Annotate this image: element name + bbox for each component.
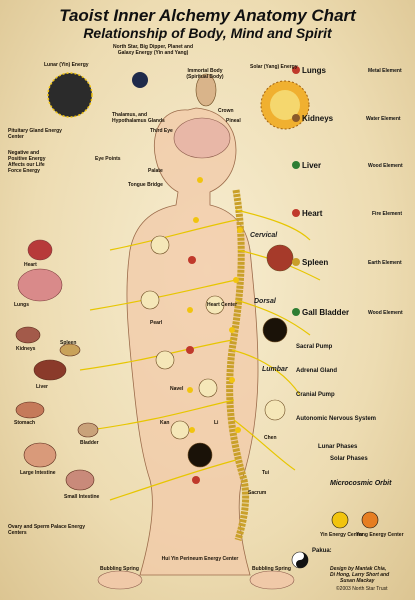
organ-liver-element: Wood Element [368,163,403,169]
third-eye-label: Third Eye [150,128,173,134]
tui-label: Tui [262,470,270,476]
body-organ-circles [140,235,294,468]
body-silhouette [126,107,259,576]
lunar-phases-title: Lunar Phases [318,444,358,450]
kan-label: Kan [160,420,170,426]
heart-center-label: Heart Center [207,302,238,308]
organ-lungs-title: Lungs [302,66,326,75]
organ-gall-bladder-title: Gall Bladder [302,308,350,317]
organ-spleen-element: Earth Element [368,260,402,266]
bubbling-spring-right-label: Bubbling Spring [252,566,291,572]
left-liver-label: Liver [36,384,48,390]
left-stomach-label: Stomach [14,420,36,426]
credit-line-4: ©2003 North Star Trust [336,586,388,592]
page-title: Taoist Inner Alchemy Anatomy Chart [59,6,356,25]
organ-spleen-title: Spleen [302,258,329,267]
page-subtitle: Relationship of Body, Mind and Spirit [83,25,332,41]
ovary-sperm-label: Ovary and Sperm Palace Energy Centers [8,524,85,536]
brain-shape [173,117,231,159]
palate-label: Palate [148,168,163,174]
spine [226,189,250,542]
hui-yin-label: Hui Yin Perineum Energy Center [161,556,239,562]
eye-points-label: Eye Points [95,156,121,162]
right-organ-markers [292,66,300,316]
left-bladder-label: Bladder [80,440,99,446]
north-star-label: North Star, Big Dipper, Planet and Galax… [112,44,193,56]
pakua-title: Pakua: [312,548,332,554]
cervical-label: Cervical [250,232,278,239]
left-heart-label: Heart [24,262,37,268]
dorsal-label: Dorsal [254,298,276,305]
negative-energy-label: Negative and Positive Energy Affects our… [8,150,46,174]
immortal-body-label: Immortal Body (Spiritual Body) [186,68,224,80]
organ-heart-element: Fire Element [372,211,403,217]
lumbar-label: Lumbar [262,366,288,373]
organ-kidneys-title: Kidneys [302,114,334,123]
left-small-intestine-label: Small Intestine [64,494,100,500]
moon-icon [47,72,93,118]
left-organ-illustrations [15,239,99,491]
organ-lungs-element: Metal Element [368,68,402,74]
autonomic-nervous-title: Autonomic Nervous System [296,416,377,422]
sacrum-label: Sacrum [248,490,267,496]
left-lungs-label: Lungs [14,302,29,308]
organ-heart-title: Heart [302,209,323,218]
feet-icon [97,570,295,590]
organ-kidneys-element: Water Element [366,116,401,122]
yang-energy-label: Yang Energy Center [356,532,404,538]
thalamus-label: Thalamus, and Hypothalamus Glands [112,112,165,124]
left-kidneys-label: Kidneys [16,346,36,352]
credit-line-3: Susan Mackay [340,578,375,584]
credit-line-1: Design by Mantak Chia, [330,566,387,572]
north-star-icon [132,72,148,88]
adrenal-gland-title: Adrenal Gland [296,368,338,374]
navel-label: Navel [170,386,184,392]
organ-gall-bladder-element: Wood Element [368,310,403,316]
credit-line-2: Di Hong, Larry Short and [330,572,390,578]
energy-points [186,177,243,484]
crown-label: Crown [218,108,234,114]
li-label: Li [214,420,219,426]
tongue-label: Tongue Bridge [128,182,163,188]
bubbling-spring-left-label: Bubbling Spring [100,566,139,572]
pearl-label: Pearl [150,320,163,326]
organ-liver-title: Liver [302,161,322,170]
pituitary-label: Pituitary Gland Energy Center [8,128,62,140]
sacral-pump-title: Sacral Pump [296,344,333,350]
left-large-intestine-label: Large Intestine [20,470,56,476]
lunar-label: Lunar (Yin) Energy [44,62,89,68]
left-spleen-label: Spleen [60,340,77,346]
pineal-label: Pineal [226,118,241,124]
yin-yang-icon [291,511,379,569]
yin-energy-label: Yin Energy Center [320,532,364,538]
immortal-body-icon [195,73,217,107]
microcosmic-orbit-title: Microcosmic Orbit [330,480,392,487]
solar-label: Solar (Yang) Energy [250,64,298,70]
cranial-pump-title: Cranial Pump [296,392,335,398]
chen-label: Chen [264,435,277,441]
solar-phases-title: Solar Phases [330,456,368,462]
